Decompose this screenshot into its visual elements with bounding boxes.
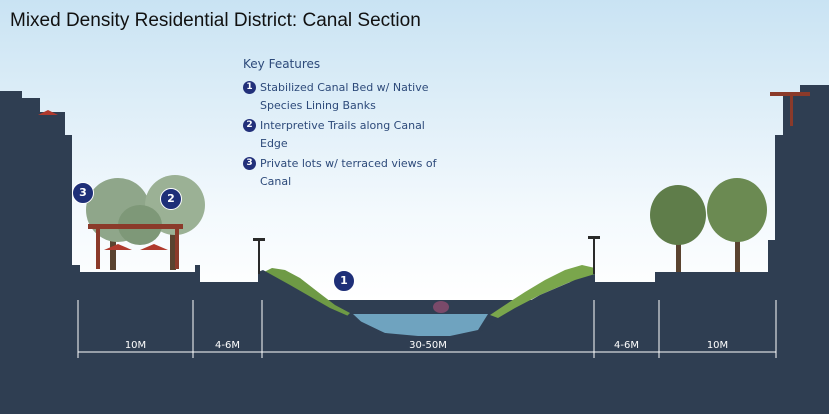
feature-number-badge: 2	[243, 119, 256, 132]
dimension-label-trail-right: 4-6M	[614, 340, 639, 351]
boat	[433, 301, 449, 313]
pergola-left	[88, 224, 183, 269]
lamp-post-right	[588, 236, 600, 274]
callout-badge-private-lots: 3	[72, 182, 94, 204]
trees-right	[650, 178, 767, 273]
callout-badge-trails: 2	[160, 188, 182, 210]
key-feature-item: 2 Interpretive Trails along Canal Edge	[243, 117, 455, 153]
feature-text: Stabilized Canal Bed w/ Native Species L…	[260, 81, 429, 112]
lamp-post-left	[253, 238, 265, 274]
feature-text: Interpretive Trails along Canal Edge	[260, 119, 425, 150]
key-features-legend: Key Features 1 Stabilized Canal Bed w/ N…	[243, 57, 455, 193]
feature-number-badge: 3	[243, 157, 256, 170]
key-feature-item: 3 Private lots w/ terraced views of Cana…	[243, 155, 455, 191]
key-feature-item: 1 Stabilized Canal Bed w/ Native Species…	[243, 79, 455, 115]
dimension-label-lot-right: 10M	[706, 340, 729, 351]
dimension-label-canal: 30-50M	[409, 340, 447, 351]
sky	[0, 0, 829, 300]
canal-water	[353, 314, 488, 336]
callout-badge-canal-bed: 1	[333, 270, 355, 292]
feature-number-badge: 1	[243, 81, 256, 94]
ground-section	[0, 85, 829, 414]
pergola-right	[770, 92, 810, 126]
feature-text: Private lots w/ terraced views of Canal	[260, 157, 437, 188]
vegetation-right-bank	[490, 265, 595, 318]
dimension-label-trail-left: 4-6M	[215, 340, 240, 351]
balcony-umbrella	[38, 110, 58, 115]
vegetation-left-bank	[262, 268, 350, 318]
key-features-heading: Key Features	[243, 57, 321, 71]
diagram-title: Mixed Density Residential District: Cana…	[10, 10, 421, 31]
dimension-label-lot-left: 10M	[124, 340, 147, 351]
dimension-lines	[77, 300, 777, 358]
